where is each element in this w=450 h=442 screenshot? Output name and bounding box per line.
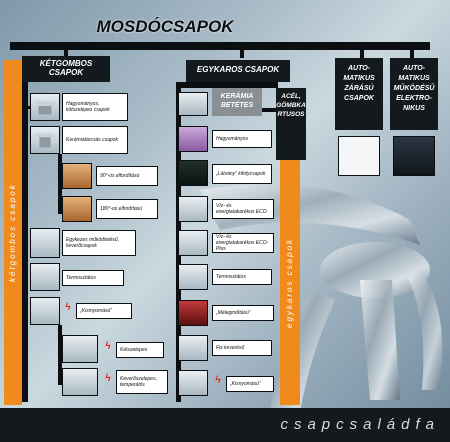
tap-thumb-melegindit bbox=[178, 300, 208, 326]
connector-auto2 bbox=[410, 50, 414, 58]
label-ketgombos-7: „Kismyomású” bbox=[76, 303, 132, 319]
tap-thumb-keramia bbox=[30, 126, 60, 154]
egykaros-vertical-label: egykaros csapok bbox=[285, 237, 294, 328]
tap-thumb-hagyomanyos-2 bbox=[178, 126, 208, 152]
label-ketgombos-4: 180°-os elfordítású bbox=[96, 199, 158, 219]
label-egykaros-2: „Látvány” kifolycsapok bbox=[212, 164, 272, 184]
tap-thumb-180 bbox=[62, 196, 92, 222]
page-title: MOSDÓCSAPOK bbox=[96, 17, 234, 36]
tap-thumb-egykaros-top bbox=[178, 92, 208, 116]
label-ketgombos-1: Hagyományos, kötszelepes csapok bbox=[62, 93, 128, 121]
label-egykaros-5: Termosztátos bbox=[212, 269, 272, 285]
electric-bolt-icon: ϟ bbox=[65, 302, 71, 313]
label-egykaros-6: „Mélegindítású” bbox=[212, 305, 274, 321]
label-egykaros-1: Hagyományos bbox=[212, 130, 272, 148]
steel-connector bbox=[262, 108, 276, 112]
egykaros-header: EGYKAROS CSAPOK bbox=[186, 60, 290, 82]
ketgombos-vertical-label: kétgombos csapok bbox=[8, 183, 17, 282]
footer-title: csapcsaládfa bbox=[280, 416, 440, 433]
label-egykaros-3: Víz- és energiatakarékos ECO bbox=[212, 199, 274, 219]
footer-bar bbox=[0, 408, 450, 442]
tap-thumb-hagyomanyos bbox=[30, 93, 60, 121]
electric-bolt-icon: ϟ bbox=[105, 341, 111, 352]
tap-thumb-fix bbox=[178, 335, 208, 361]
automatikus-elektronikus-header: AUTO-MATIKUS MŰKÖDÉSŰ ELEKTRO-NIKUS bbox=[390, 58, 438, 130]
electric-bolt-icon: ϟ bbox=[215, 375, 221, 386]
tap-thumb-kisnyomasu-2 bbox=[178, 370, 208, 396]
ketgombos-trunk bbox=[22, 82, 28, 402]
tap-thumb-ketszelepes bbox=[62, 335, 98, 363]
label-ketgombos-5: Egykezes működtetésű, keverőcsapok bbox=[62, 230, 136, 256]
label-ketgombos-8: Kétszelepes bbox=[116, 342, 164, 358]
keramia-betetes-header: KERÁMIA BETÉTES bbox=[212, 88, 262, 116]
sub-trunk bbox=[58, 154, 62, 214]
tap-thumb-90 bbox=[62, 163, 92, 189]
acel-gombkartusos-header: ACÉL, GÖMBKARTUSOS bbox=[276, 88, 306, 160]
tap-thumb-eco bbox=[178, 196, 208, 222]
top-connector-bar bbox=[10, 42, 430, 50]
sub-trunk-2 bbox=[58, 325, 62, 385]
connector-left bbox=[64, 50, 68, 58]
tap-thumb-keveroszelepes bbox=[62, 368, 98, 396]
tap-thumb-eco-plus bbox=[178, 230, 208, 256]
tap-thumb-egykezes bbox=[30, 228, 60, 258]
tap-thumb-kisnyomasu bbox=[30, 297, 60, 325]
tap-thumb-auto-close bbox=[338, 136, 380, 176]
label-egykaros-8: „Kisnyomású” bbox=[226, 376, 274, 392]
connector-middle bbox=[240, 50, 244, 58]
label-ketgombos-9: Keverőszelepes, temperálós bbox=[116, 370, 168, 394]
label-egykaros-7: Fix keverésű bbox=[212, 340, 272, 356]
tap-thumb-termosztatos bbox=[30, 263, 60, 291]
automatikus-zarasu-header: AUTO-MATIKUS ZÁRÁSÚ CSAPOK bbox=[335, 58, 383, 130]
ketgombos-side-bar: kétgombos csapok bbox=[4, 60, 22, 405]
tap-thumb-termosztatos-2 bbox=[178, 264, 208, 290]
connector-auto1 bbox=[360, 50, 364, 58]
ketgombos-header: KÉTGOMBOS CSAPOK bbox=[22, 56, 110, 82]
tap-thumb-latvany bbox=[178, 160, 208, 186]
electric-bolt-icon: ϟ bbox=[105, 373, 111, 384]
egykaros-bar bbox=[176, 82, 278, 88]
label-ketgombos-2: Kerámiatárcsás csapok bbox=[62, 126, 128, 154]
tap-thumb-auto-electronic bbox=[393, 136, 435, 176]
egykaros-side-bar: egykaros csapok bbox=[280, 160, 300, 405]
label-ketgombos-3: 90°-os elfordítású bbox=[96, 166, 158, 186]
label-ketgombos-6: Termosztátos bbox=[62, 270, 124, 286]
label-egykaros-4: Víz- és energiatakarékos ECO-Plus bbox=[212, 233, 274, 253]
